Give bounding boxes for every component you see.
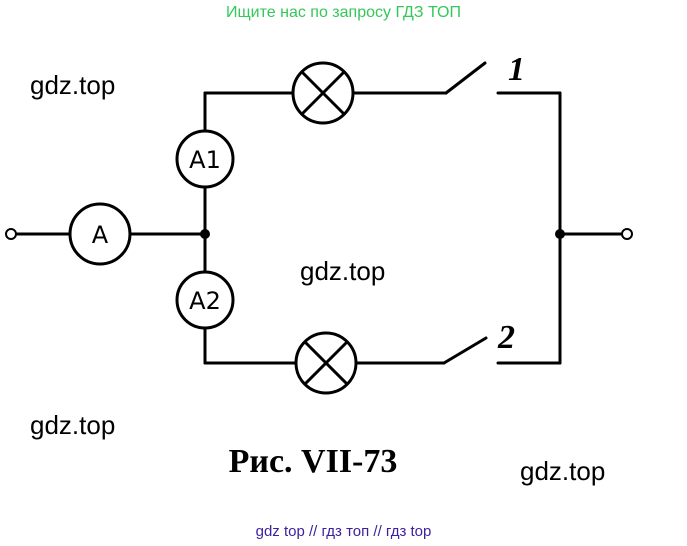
watermark: gdz.top bbox=[520, 456, 606, 486]
bottom-banner: gdz top // гдз топ // гдз top bbox=[255, 523, 432, 540]
ammeter-main-label: A bbox=[92, 221, 109, 249]
lamp-top-icon bbox=[291, 61, 355, 125]
watermark: gdz.top bbox=[30, 70, 116, 100]
switch-1-blade bbox=[444, 61, 487, 95]
ammeter-a1 bbox=[175, 129, 235, 189]
ammeter-main bbox=[68, 202, 132, 266]
right-junction-dot bbox=[555, 229, 565, 239]
switch-1-label: 1 bbox=[508, 51, 525, 88]
figure-caption: Рис. VII-73 bbox=[229, 443, 398, 480]
ammeter-a1-label: A1 bbox=[189, 146, 221, 174]
input-terminal bbox=[5, 228, 17, 240]
left-junction-dot bbox=[200, 229, 210, 239]
top-banner: Ищите нас по запросу ГДЗ ТОП bbox=[226, 4, 461, 21]
output-terminal bbox=[621, 228, 633, 240]
watermark: gdz.top bbox=[30, 410, 116, 440]
watermark: gdz.top bbox=[300, 256, 386, 286]
switch-2-blade bbox=[442, 336, 488, 365]
ammeter-a2 bbox=[175, 270, 235, 330]
ammeter-a2-label: A2 bbox=[189, 287, 221, 315]
switch-2-label: 2 bbox=[497, 319, 515, 356]
lamp-bottom-icon bbox=[294, 331, 358, 395]
